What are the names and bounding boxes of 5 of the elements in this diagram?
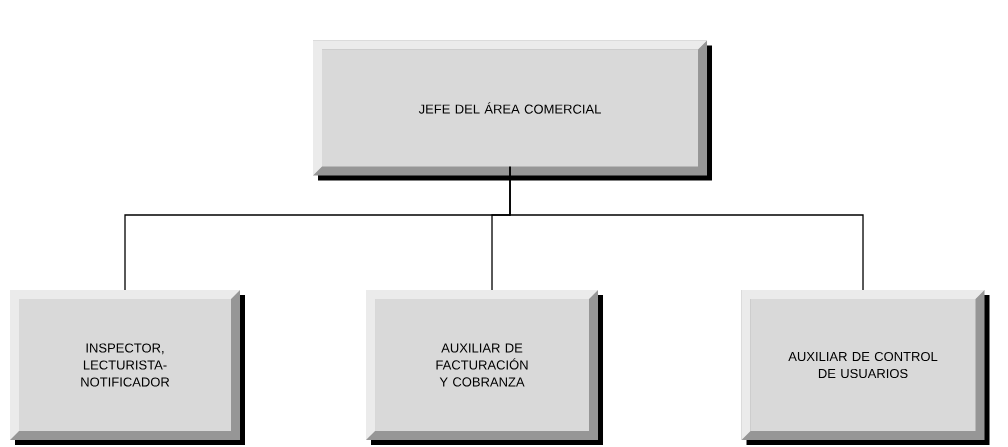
org-box: JEFE DEL ÁREA COMERCIAL <box>313 40 712 181</box>
org-box: AUXILIAR DE FACTURACIÓN Y COBRANZA <box>366 290 603 445</box>
org-box: INSPECTOR, LECTURISTA-NOTIFICADOR <box>10 290 245 445</box>
connector-line <box>509 166 864 291</box>
org-box: AUXILIAR DE CONTROL DE USUARIOS <box>741 290 990 445</box>
